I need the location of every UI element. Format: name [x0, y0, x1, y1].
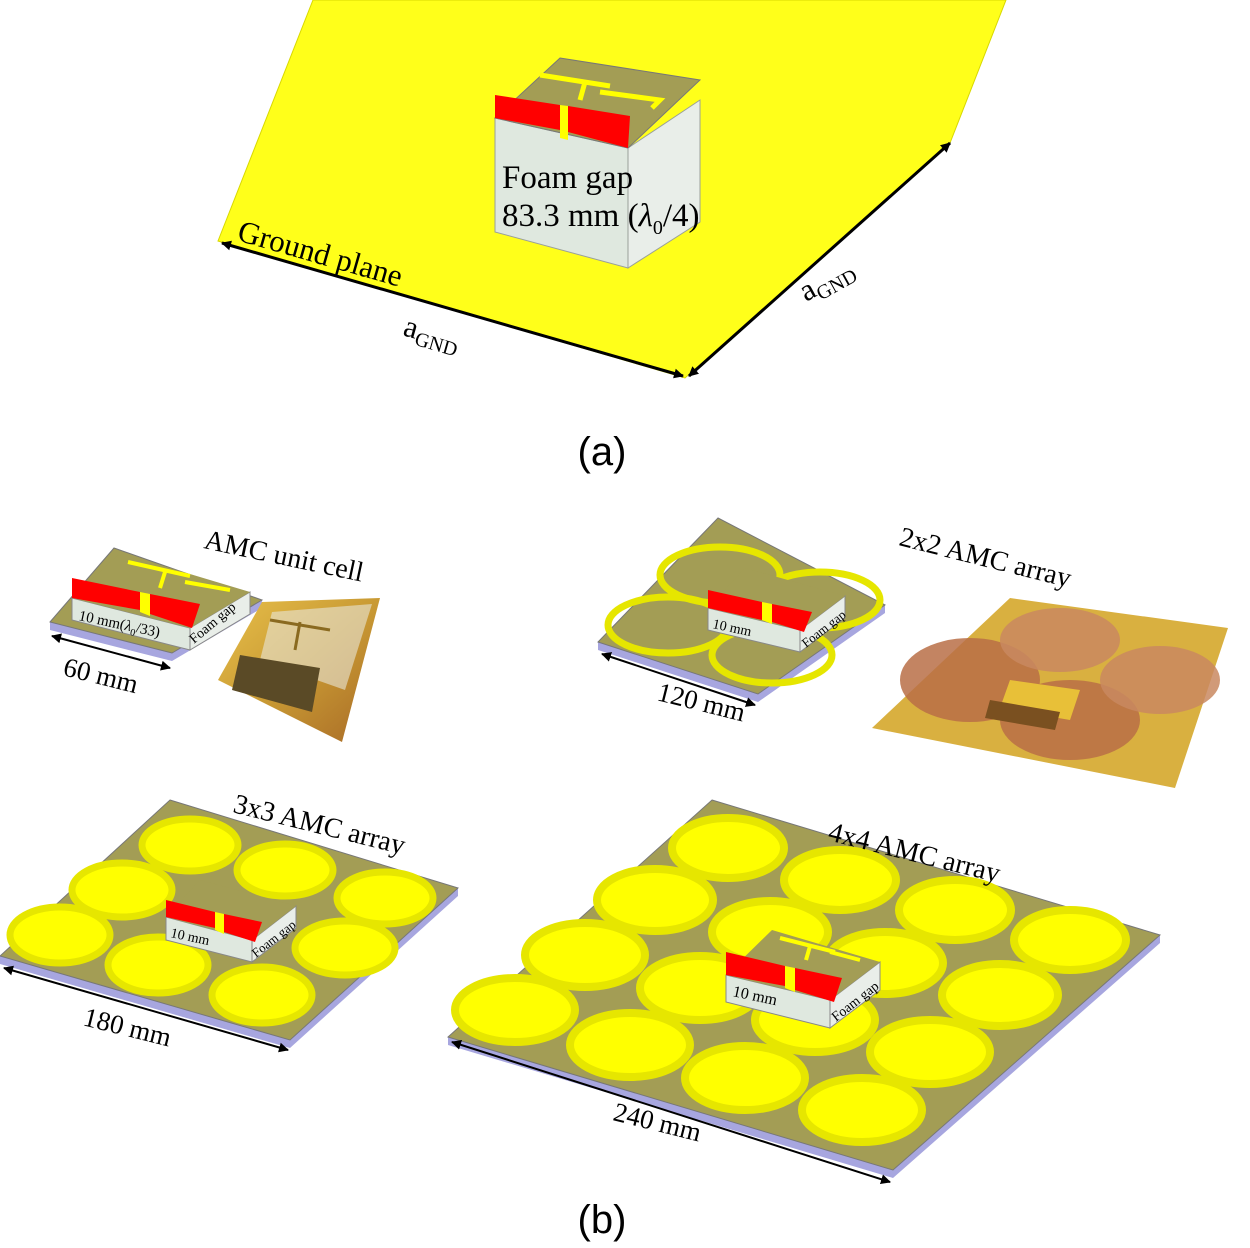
- ring-cell: [668, 814, 788, 882]
- array-4x4-antenna-top: [726, 930, 880, 1000]
- array-4x4-dipole-trace: [779, 936, 861, 962]
- array-3x3-feed-right: [224, 914, 262, 942]
- ring-cell: [938, 960, 1062, 1030]
- ring-cell: [233, 840, 337, 900]
- caption-b: (b): [578, 1198, 627, 1242]
- panel-a: Foam gap 83.3 mm (λ0/4) Ground plane aGN…: [217, 0, 1007, 474]
- array-3x3-rings: [6, 815, 437, 1027]
- ring-cell: [593, 865, 717, 935]
- array-3x3-group: 10 mm Foam gap 180 mm 3x3 AMC array: [0, 789, 459, 1053]
- ring-cell: [681, 1042, 809, 1114]
- unit-cell-feed-left: [72, 578, 140, 610]
- ring-cell: [1010, 906, 1130, 974]
- ring-cell: [780, 846, 900, 914]
- array-3x3-feed-left: [166, 900, 215, 928]
- array-4x4-feed-right: [795, 968, 842, 1002]
- ring-cell: [521, 919, 649, 991]
- antenna-foam-block-a: [493, 57, 702, 269]
- ring-cell: [291, 917, 399, 979]
- foam-label-line2: 83.3 mm (λ0/4): [502, 198, 700, 239]
- unit-cell-antenna-top: [72, 553, 250, 628]
- unit-cell-feed-right: [150, 594, 200, 628]
- feed-patch-right: [568, 106, 630, 148]
- array-2x2-title: 2x2 AMC array: [896, 522, 1074, 595]
- array-4x4-feed-left: [726, 952, 785, 986]
- dipole-trace: [539, 72, 666, 110]
- feed-patch-left: [495, 95, 560, 130]
- ring-cell: [566, 1009, 694, 1081]
- array-2x2-dim-arrow: [601, 652, 756, 707]
- unit-cell-title: AMC unit cell: [202, 525, 367, 589]
- ground-dim-right-arrow: [688, 141, 951, 378]
- array-4x4-foam-right: [829, 960, 881, 1030]
- array-2x2-feed-right: [772, 604, 812, 632]
- array-3x3-dim-arrow: [3, 965, 289, 1053]
- array-2x2-feed-line: [762, 602, 772, 624]
- array-4x4-dim-arrow: [451, 1039, 891, 1185]
- ring-cell: [6, 903, 114, 967]
- unit-cell-feed-line: [140, 592, 150, 616]
- ring-cell: [451, 974, 579, 1046]
- array-4x4-group: 10 mm Foam gap 240 mm 4x4 AMC array: [447, 799, 1162, 1185]
- unit-cell-dipole-trace: [127, 560, 231, 592]
- ground-dim-front-label: aGND: [399, 308, 465, 361]
- ring-cell: [895, 876, 1015, 944]
- ring-cell: [798, 1074, 926, 1146]
- feed-line: [560, 105, 568, 140]
- array-4x4-feed-line: [785, 966, 795, 992]
- ring-cell: [333, 868, 437, 928]
- panel-b: 10 mm(λ0/33) Foam gap 60 mm AMC unit cel…: [0, 517, 1228, 1242]
- unit-cell-dim-arrow: [51, 633, 171, 671]
- array-2x2-group: 10 mm Foam gap 120 mm 2x2 AMC array: [597, 517, 1228, 788]
- array-3x3-antenna-top: [166, 880, 296, 940]
- ring-cell: [866, 1016, 994, 1088]
- unit-cell-dim-label: 60 mm: [61, 652, 142, 699]
- foam-label-line1: Foam gap: [502, 160, 633, 196]
- array-3x3-feed-line: [215, 912, 224, 934]
- array-2x2-feed-left: [708, 590, 762, 620]
- ring-cell: [208, 963, 316, 1027]
- ring-cell: [138, 815, 242, 875]
- ground-dim-front-arrow: [221, 240, 684, 379]
- unit-cell-group: 10 mm(λ0/33) Foam gap 60 mm AMC unit cel…: [49, 525, 380, 742]
- array-2x2-prototype-photo: [872, 598, 1228, 788]
- foam-right-face: [627, 99, 701, 269]
- caption-a: (a): [578, 430, 627, 474]
- ring-cell: [68, 859, 176, 921]
- unit-cell-prototype-photo: [218, 598, 380, 742]
